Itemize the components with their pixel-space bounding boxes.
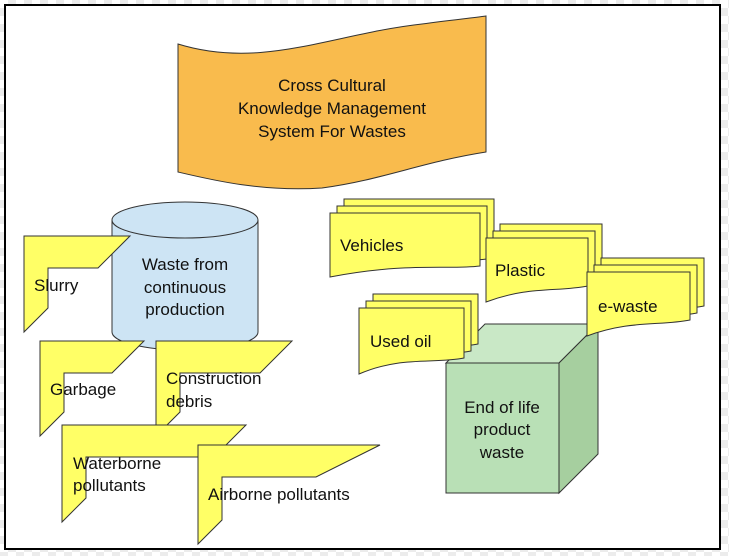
used-oil-note[interactable]: Used oil bbox=[358, 293, 479, 375]
e-waste-sheet-front bbox=[586, 271, 691, 337]
cylinder-line-1: Waste from bbox=[142, 255, 228, 274]
cylinder-line-2: continuous bbox=[144, 278, 226, 297]
garbage-shape bbox=[39, 340, 146, 438]
diagram-canvas: Cross Cultural Knowledge Management Syst… bbox=[4, 4, 721, 550]
title-line-2: Knowledge Management bbox=[238, 99, 426, 118]
garbage-note[interactable]: Garbage bbox=[39, 340, 146, 438]
plastic-label: Plastic bbox=[495, 261, 546, 280]
plastic-note[interactable]: Plastic bbox=[485, 223, 603, 303]
e-waste-label: e-waste bbox=[598, 297, 658, 316]
waterborne-pollutants-line-1: Waterborne bbox=[73, 454, 161, 473]
slurry-label: Slurry bbox=[34, 276, 79, 295]
end-of-life-cube[interactable]: End of life product waste bbox=[444, 322, 600, 495]
waste-diagram: Cross Cultural Knowledge Management Syst… bbox=[23, 15, 705, 546]
vehicles-note[interactable]: Vehicles bbox=[329, 198, 495, 278]
cylinder-line-3: production bbox=[145, 300, 224, 319]
cube-line-1: End of life bbox=[464, 398, 540, 417]
continuous-waste-cylinder[interactable]: Waste from continuous production bbox=[111, 201, 259, 351]
e-waste-note[interactable]: e-waste bbox=[586, 257, 705, 337]
airborne-pollutants-label: Airborne pollutants bbox=[208, 485, 350, 504]
waterborne-pollutants-line-2: pollutants bbox=[73, 476, 146, 495]
construction-debris-shape bbox=[155, 340, 294, 438]
cube-line-2: product bbox=[474, 420, 531, 439]
vehicles-label: Vehicles bbox=[340, 236, 403, 255]
cylinder-top bbox=[111, 201, 259, 239]
title-line-3: System For Wastes bbox=[258, 122, 406, 141]
slurry-shape bbox=[23, 235, 132, 334]
construction-debris-note[interactable]: Construction debris bbox=[155, 340, 294, 438]
airborne-pollutants-note[interactable]: Airborne pollutants bbox=[197, 444, 381, 546]
title-banner[interactable]: Cross Cultural Knowledge Management Syst… bbox=[177, 15, 487, 190]
vehicles-sheet-front bbox=[329, 212, 481, 278]
construction-debris-line-2: debris bbox=[166, 392, 212, 411]
garbage-label: Garbage bbox=[50, 380, 116, 399]
title-line-1: Cross Cultural bbox=[278, 76, 386, 95]
construction-debris-line-1: Construction bbox=[166, 369, 261, 388]
cube-line-3: waste bbox=[479, 443, 524, 462]
slurry-note[interactable]: Slurry bbox=[23, 235, 132, 334]
used-oil-sheet-front bbox=[358, 307, 465, 375]
used-oil-label: Used oil bbox=[370, 332, 431, 351]
airborne-pollutants-shape bbox=[197, 444, 381, 546]
cube-front-face bbox=[445, 362, 560, 494]
title-banner-shape bbox=[177, 15, 487, 190]
